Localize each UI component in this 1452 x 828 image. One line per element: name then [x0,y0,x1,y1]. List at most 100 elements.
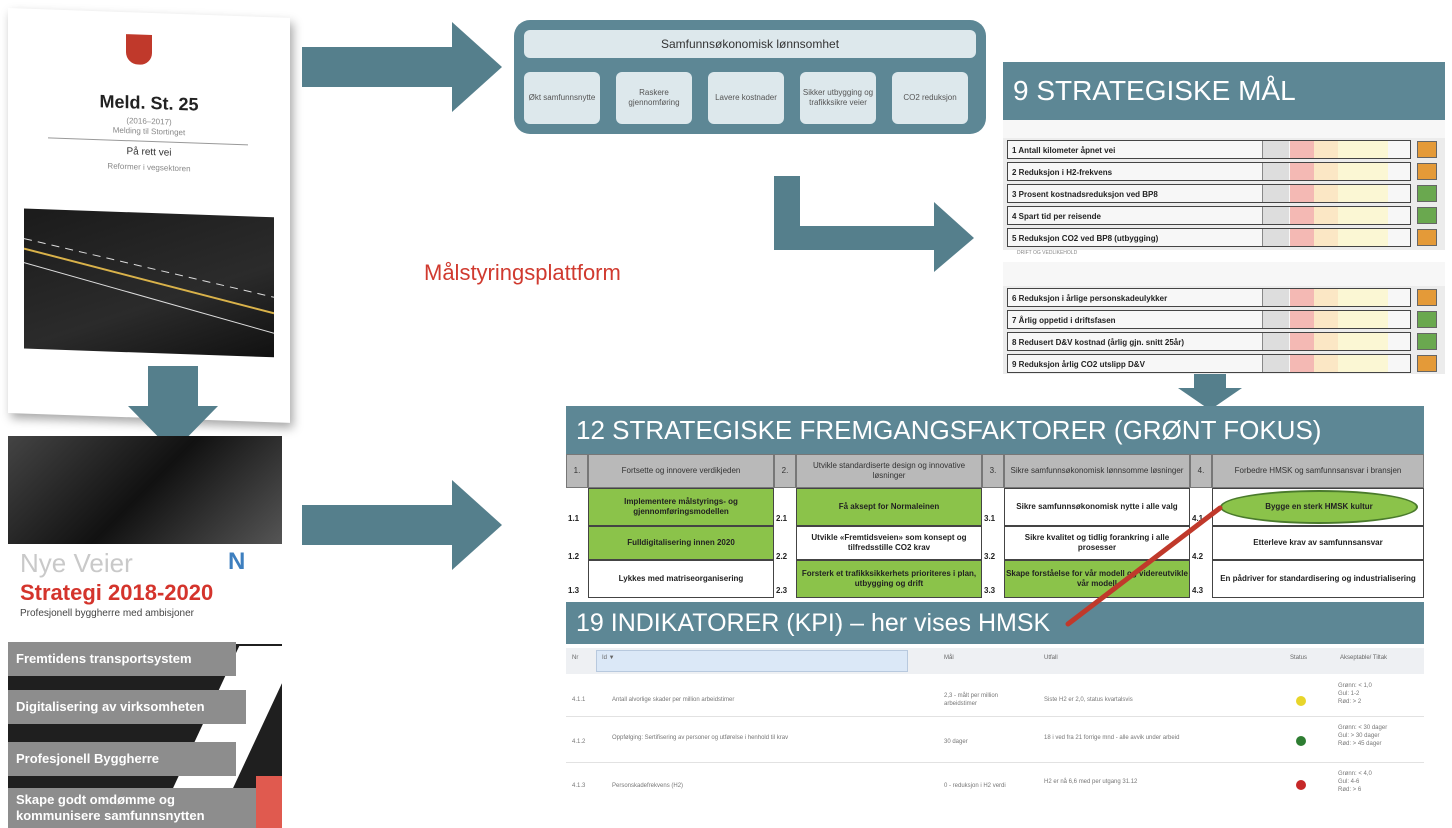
strategy-booklet: Nye Veier Strategi 2018-2020 Profesjonel… [8,436,282,828]
factor-col-head-text: Forbedre HMSK og samfunnsansvar i bransj… [1234,466,1402,475]
coat-of-arms-icon [126,34,152,66]
goal-action-button[interactable] [1417,141,1437,158]
factor-col-head: Utvikle standardiserte design og innovat… [796,454,982,488]
factor-num: 3.3 [984,586,996,595]
factor-col-num: 4. [1190,454,1212,488]
booklet-brand: Nye Veier [20,548,133,578]
kpi-nr: 4.1.3 [572,783,586,789]
goal-row: 7 Årlig oppetid i driftsfasen [1007,310,1411,329]
success-factors-panel: 12 STRATEGISKE FREMGANGSFAKTORER (GRØNT … [566,406,1424,598]
factor-cell: Forsterk et trafikksikkerhets prioritere… [796,560,982,598]
factor-col-head-text: Fortsette og innovere verdikjeden [621,466,741,475]
factor-num: 1.2 [568,552,580,561]
goal-row: 1 Antall kilometer åpnet vei [1007,140,1411,159]
lonnsomhet-cell: CO2 reduksjon [892,72,968,124]
kpi-nr: 4.1.2 [572,739,586,745]
goal-action-button[interactable] [1417,289,1437,306]
factor-num: 1.3 [568,586,580,595]
kpi-row-divider [566,762,1424,763]
booklet-title-area [8,544,282,644]
booklet-accent [256,776,282,828]
kpi-desc: Antall alvorlige skader per million arbe… [612,697,735,703]
factor-col-num-text: 3. [989,466,997,475]
goals-separator: DRIFT OG VEDLIKEHOLD [1003,250,1445,262]
white-paper-cover: Meld. St. 25 (2016–2017) Melding til Sto… [8,8,290,423]
goals-col-header [1003,120,1445,138]
goal-row: 9 Reduksjon årlig CO2 utslipp D&V [1007,354,1411,373]
kpi-result: H2 er nå 6,6 med per utgang 31.12 [1044,779,1138,785]
goal-label: 3 Prosent kostnadsreduksjon ved BP8 [1012,190,1158,199]
kpi-panel: 19 INDIKATORER (KPI) – her vises HMSK Nr… [566,602,1424,814]
goal-row: 3 Prosent kostnadsreduksjon ved BP8 [1007,184,1411,203]
factor-col-num: 2. [774,454,796,488]
goal-action-button[interactable] [1417,311,1437,328]
goal-label: 9 Reduksjon årlig CO2 utslipp D&V [1012,360,1145,369]
booklet-strategy: Strategi 2018-2020 [20,580,214,605]
kpi-th-id: Id ▼ [602,655,615,661]
goal-action-button[interactable] [1417,355,1437,372]
lonnsomhet-cell: Sikker utbygging og trafikksikre veier [800,72,876,124]
red-pointer-arrow-icon [1065,505,1223,627]
kpi-desc: Personskadefrekvens (H2) [612,783,684,789]
factor-num: 2.1 [776,514,788,523]
kpi-result: 18 i ved fra 21 forrige mnd - alle avvik… [1044,735,1180,741]
strategic-goals-panel: 9 STRATEGISKE MÅL 1 Antall kilometer åpn… [1003,62,1445,374]
goal-label: 8 Redusert D&V kostnad (årlig gjn. snitt… [1012,338,1185,347]
kpi-accept: Grønn: < 30 dager Gul: > 30 dager Rød: >… [1338,725,1388,747]
goal-action-button[interactable] [1417,163,1437,180]
booklet-tagline: Profesjonell byggherre med ambisjoner [20,608,194,619]
booklet-item-1: Fremtidens transportsystem [8,642,236,676]
goal-action-button[interactable] [1417,185,1437,202]
booklet-item-2: Digitalisering av virksomheten [8,690,246,724]
goal-row: 5 Reduksjon CO2 ved BP8 (utbygging) [1007,228,1411,247]
kpi-th-status: Status [1290,655,1308,661]
kpi-accept: Grønn: < 1,0 Gul: 1-2 Rød: > 2 [1338,683,1372,705]
goals-title: 9 STRATEGISKE MÅL [1003,62,1445,120]
kpi-target: 0 - reduksjon i H2 verdi [944,783,1006,789]
factor-num: 3.2 [984,552,996,561]
factor-num: 4.3 [1192,586,1204,595]
kpi-th-result: Utfall [1044,655,1058,661]
arrow-right-icon-2 [302,480,502,570]
factor-cell-highlight [1212,488,1424,526]
factor-col-head: Fortsette og innovere verdikjeden [588,454,774,488]
factor-num: 1.1 [568,514,580,523]
factor-col-num: 1. [566,454,588,488]
arrow-down-icon-2 [1178,374,1242,410]
kpi-result: Siste H2 er 2,0, status kvartalsvis [1044,697,1133,703]
factor-cell: Få aksept for Normaleinen [796,488,982,526]
lonnsomhet-cell: Økt samfunnsnytte [524,72,600,124]
kpi-th-nr: Nr [572,655,579,661]
goal-label: 7 Årlig oppetid i driftsfasen [1012,316,1116,325]
factor-col-head-text: Sikre samfunnsøkonomisk lønnsomme løsnin… [1010,466,1184,475]
factor-cell: Etterleve krav av samfunnsansvar [1212,526,1424,560]
factor-col-num: 3. [982,454,1004,488]
factor-cell-highlighted: Bygge en sterk HMSK kultur [1220,490,1418,524]
status-dot-yellow [1296,696,1306,706]
goal-label: 5 Reduksjon CO2 ved BP8 (utbygging) [1012,234,1159,243]
arrow-down-icon [128,366,218,452]
goal-label: 4 Spart tid per reisende [1012,212,1101,221]
factor-col-num-text: 1. [573,466,581,475]
goal-action-button[interactable] [1417,207,1437,224]
goal-action-button[interactable] [1417,333,1437,350]
lonnsomhet-box: Samfunnsøkonomisk lønnsomhet Økt samfunn… [514,20,986,134]
arrow-right-icon [302,22,502,112]
kpi-target: 30 dager [944,739,968,745]
factor-cell: Skape forståelse for vår modell og vider… [1004,560,1190,598]
kpi-filter-input[interactable] [596,650,908,672]
goal-row: 8 Redusert D&V kostnad (årlig gjn. snitt… [1007,332,1411,351]
kpi-th-target: Mål [944,655,954,661]
kpi-nr: 4.1.1 [572,697,586,703]
kpi-accept: Grønn: < 4,0 Gul: 4-6 Rød: > 6 [1338,771,1372,793]
goal-action-button[interactable] [1417,229,1437,246]
status-dot-green [1296,736,1306,746]
kpi-title: 19 INDIKATORER (KPI) – her vises HMSK [566,602,1424,644]
kpi-th-accept: Akseptable/ Tiltak [1340,655,1388,661]
factor-num: 3.1 [984,514,996,523]
doc-ministry [8,66,290,76]
factor-col-head: Forbedre HMSK og samfunnsansvar i bransj… [1212,454,1424,488]
booklet-photo [8,436,282,544]
nye-veier-logo: N [228,548,246,575]
kpi-desc: Oppfølging: Sertifisering av personer og… [612,735,789,741]
